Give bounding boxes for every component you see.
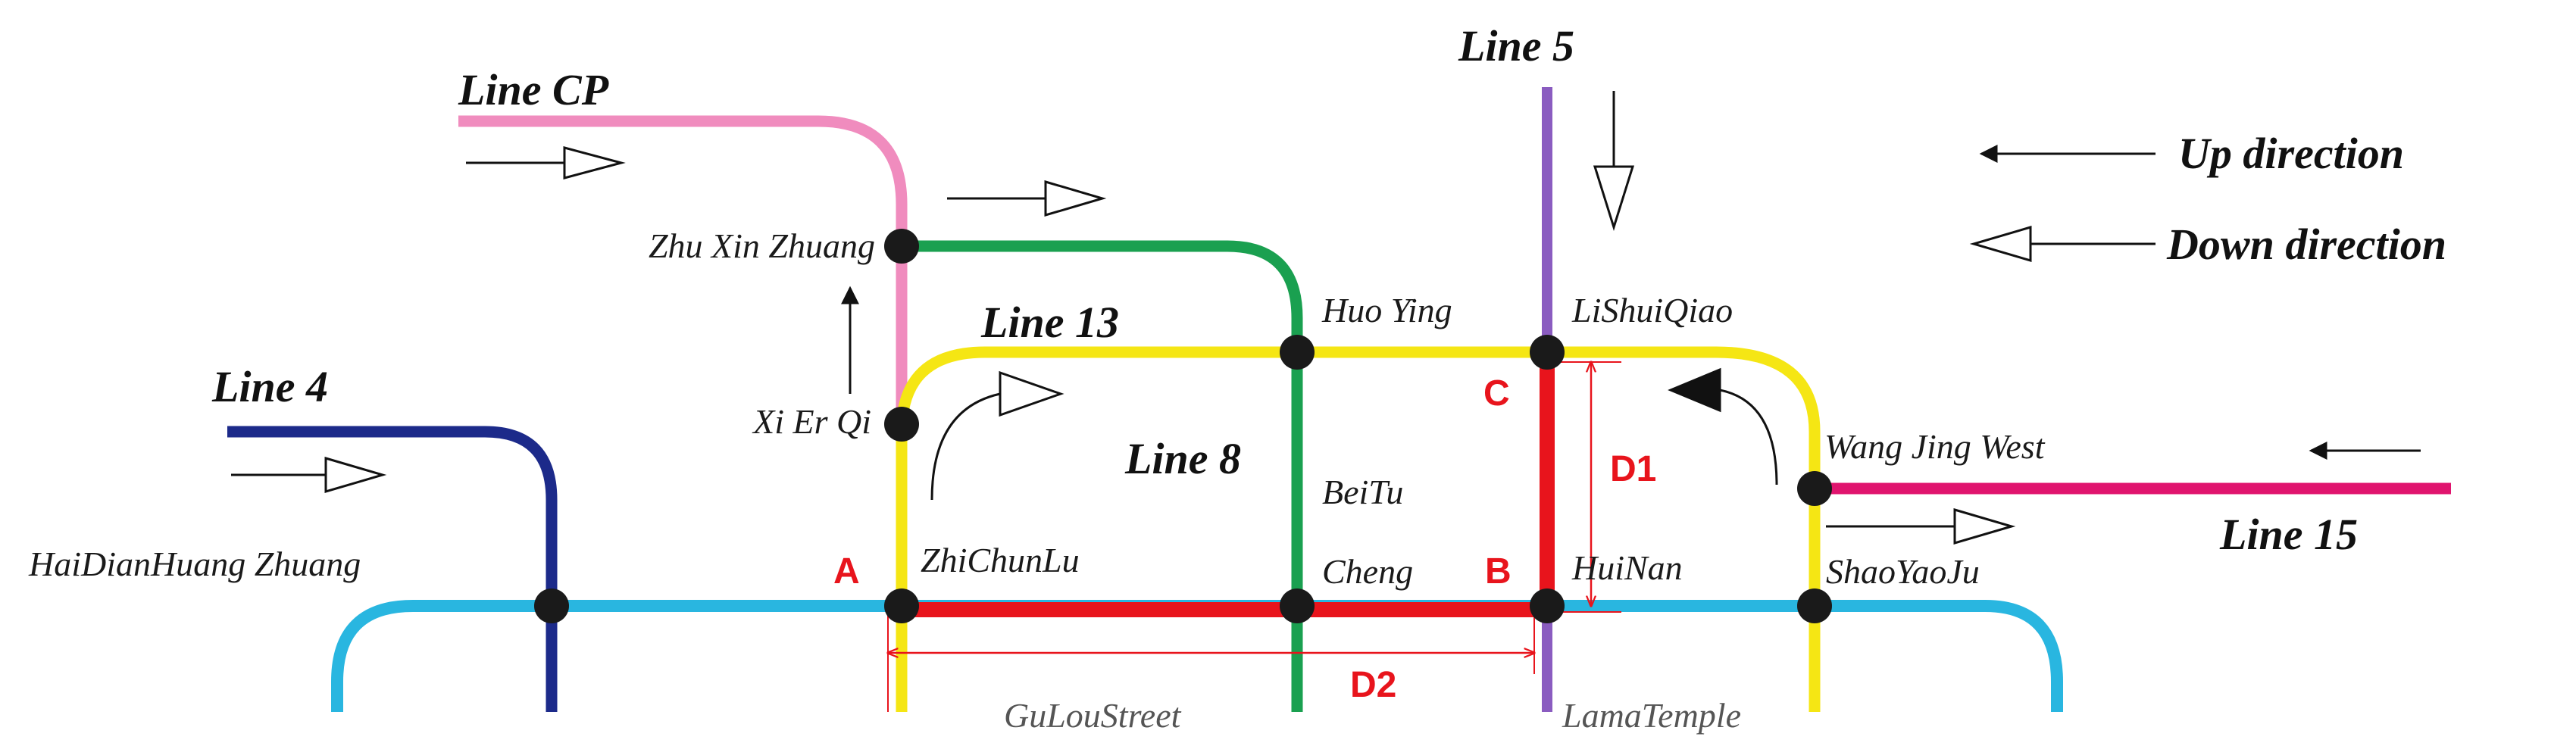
station-huo-ying-label: Huo Ying <box>1321 291 1452 329</box>
line-8-track <box>902 240 1303 712</box>
line-cp-direction-arrow <box>466 146 626 180</box>
legend-down-label: Down direction <box>2166 220 2446 269</box>
station-shao-yao-ju-label: ShaoYaoJu <box>1826 552 1980 591</box>
line-4-label: Line 4 <box>211 362 328 411</box>
line-8-label: Line 8 <box>1124 434 1241 483</box>
direction-arrows <box>231 91 2016 545</box>
legend-down-arrow <box>1969 225 2156 263</box>
marker-d2: D2 <box>1350 665 1396 705</box>
station-huo-ying-dot <box>1280 335 1315 370</box>
station-wang-jing-west-label: Wang Jing West <box>1824 427 2046 466</box>
station-shao-yao-ju-dot <box>1797 588 1832 623</box>
marker-c: C <box>1483 373 1510 414</box>
line-4-track <box>227 426 558 712</box>
station-wang-jing-west-dot <box>1797 471 1832 506</box>
station-bei-tu-label: BeiTu <box>1322 473 1403 511</box>
line-10-track <box>331 600 2063 712</box>
station-hui-nan-label: HuiNan <box>1571 548 1683 587</box>
station-dots <box>534 229 1832 623</box>
station-xi-er-qi-dot <box>884 407 919 442</box>
line-15-direction-arrow-down <box>1826 507 2016 545</box>
station-gu-lou-street-label: GuLouStreet <box>1004 696 1182 735</box>
line-13-direction-arrow-right <box>1668 367 1778 485</box>
station-lama-temple-label: LamaTemple <box>1562 696 1741 735</box>
station-xi-er-qi-label: Xi Er Qi <box>752 402 871 441</box>
line-13-label: Line 13 <box>980 298 1119 347</box>
station-hai-dian-huang-zhuang-dot <box>534 588 569 623</box>
line-15-label: Line 15 <box>2219 510 2358 559</box>
line-cp-track <box>458 115 908 424</box>
station-hui-nan-dot <box>1530 588 1565 623</box>
station-hai-dian-huang-zhuang-label: HaiDianHuang Zhuang <box>28 545 361 583</box>
marker-d1: D1 <box>1610 449 1656 489</box>
line-cp-label: Line CP <box>458 65 609 114</box>
line-4-direction-arrow <box>231 456 387 494</box>
station-zhu-xin-zhuang-dot <box>884 229 919 264</box>
line-13-track <box>896 346 1821 712</box>
line-5-label: Line 5 <box>1458 21 1574 70</box>
station-bei-tu-cheng-dot <box>1280 588 1315 623</box>
marker-a: A <box>833 551 860 592</box>
station-li-shui-qiao-label: LiShuiQiao <box>1571 291 1733 329</box>
line-13-direction-arrow <box>930 370 1064 501</box>
station-li-shui-qiao-dot <box>1530 335 1565 370</box>
marker-b: B <box>1485 551 1512 592</box>
station-cheng-label: Cheng <box>1322 552 1413 591</box>
line-8-direction-arrow <box>947 180 1107 217</box>
line-5-direction-arrow <box>1593 91 1635 232</box>
station-zhi-chun-lu-label: ZhiChunLu <box>921 541 1080 579</box>
station-zhu-xin-zhuang-label: Zhu Xin Zhuang <box>649 226 875 265</box>
legend: Up direction Down direction <box>1969 129 2446 269</box>
legend-up-label: Up direction <box>2178 129 2404 178</box>
station-zhi-chun-lu-dot <box>884 588 919 623</box>
